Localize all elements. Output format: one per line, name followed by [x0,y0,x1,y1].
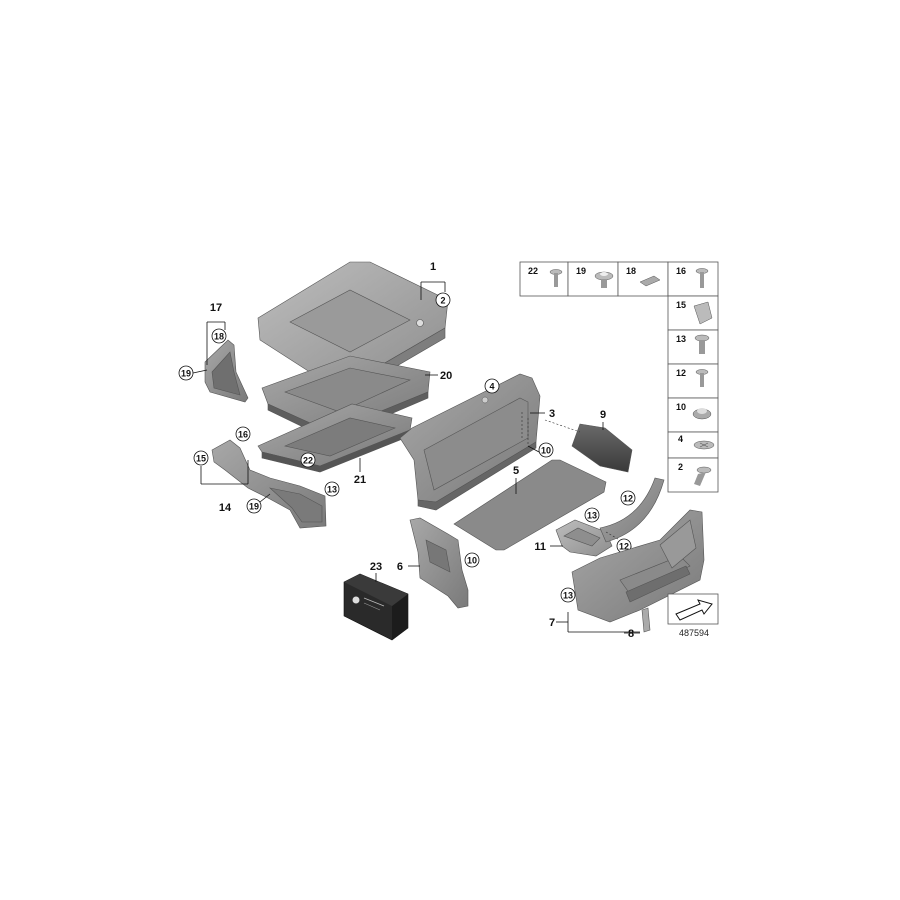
callout-12-b-text: 12 [619,542,629,552]
callout-22 [300,452,316,468]
callout-10-a [538,442,554,458]
expansion-rivet-icon [694,334,710,354]
label-5: 5 [513,465,519,477]
callout-12-a-text: 12 [623,494,633,504]
callout-13-c [560,587,576,603]
leader-1 [420,281,446,300]
small-panel-part [571,423,633,473]
leader-19-a [192,369,208,374]
arch-part [599,477,665,543]
dash-9 [544,419,581,433]
hardware-18-label: 18 [626,266,636,276]
hardware-4-label: 4 [678,434,683,444]
insert-part [555,519,613,557]
turn-fastener-icon [694,466,712,486]
corner-trim-part [204,339,249,403]
hardware-15-label: 15 [676,300,686,310]
bracket-left-part [409,517,469,609]
label-9: 9 [600,409,606,421]
callout-2 [435,292,451,308]
callout-15-a-text: 15 [196,454,206,464]
label-7: 7 [549,617,555,629]
flange-nut-icon [692,408,712,420]
callout-4-a [484,378,500,394]
hardware-16-label: 16 [676,266,686,276]
floor-mat-part [453,459,607,551]
leader-10-a [527,445,540,453]
callout-18 [211,328,227,344]
callout-19-b-text: 19 [249,502,259,512]
hardware-table-column: 15 13 12 10 4 2 [667,295,719,493]
clip-part [641,607,651,633]
callout-13-b-text: 13 [587,511,597,521]
side-panel-part [399,373,541,511]
washer-icon [693,440,715,450]
hardware-10-label: 10 [676,402,686,412]
callout-4-a-text: 4 [489,382,494,392]
hardware-2-label: 2 [678,462,683,472]
callout-19-b [246,498,262,514]
leader-14 [200,460,249,485]
callout-22-text: 22 [303,456,313,466]
callout-10-a-text: 10 [541,446,551,456]
screw-icon [549,269,563,287]
label-11: 11 [534,541,546,553]
callout-13-c-text: 13 [563,591,573,601]
callout-19-a-text: 19 [181,369,191,379]
callout-12-a [620,490,636,506]
label-14: 14 [219,502,232,514]
callout-16 [235,426,251,442]
callout-13-b [584,507,600,523]
hardware-12-label: 12 [676,368,686,378]
hardware-19-label: 19 [576,266,586,276]
bolt-icon [695,268,709,288]
callout-13-a [324,481,340,497]
label-8: 8 [628,628,634,640]
rail-trim-part [211,439,327,529]
clip-nut-icon [639,275,661,287]
callout-15-a [193,450,209,466]
hardware-22-label: 22 [528,266,538,276]
callout-10-b [464,552,480,568]
callout-16-text: 16 [238,430,248,440]
push-rivet-icon [594,271,614,288]
label-20: 20 [440,370,452,382]
hardware-13-label: 13 [676,334,686,344]
label-21: 21 [354,474,366,486]
label-1: 1 [430,261,436,273]
label-23: 23 [370,561,382,573]
callout-2-text: 2 [440,296,445,306]
callout-18-text: 18 [214,332,224,342]
tray-lower-part [257,403,413,473]
leader-17 [206,321,226,365]
direction-arrow-box [667,593,719,625]
dash-10 [521,412,529,446]
callout-13-a-text: 13 [327,485,337,495]
spring-clip-icon [693,301,713,325]
arrow-icon [675,599,713,621]
label-17: 17 [210,302,222,314]
label-3: 3 [549,408,555,420]
reference-number: 487594 [679,628,709,638]
label-6: 6 [397,561,403,573]
leader-19-b [259,493,271,503]
callout-10-b-text: 10 [467,556,477,566]
hardware-table-top-row: 22 19 18 16 [519,261,719,297]
screw-small-icon [695,369,709,387]
first-aid-kit-part [343,573,409,641]
